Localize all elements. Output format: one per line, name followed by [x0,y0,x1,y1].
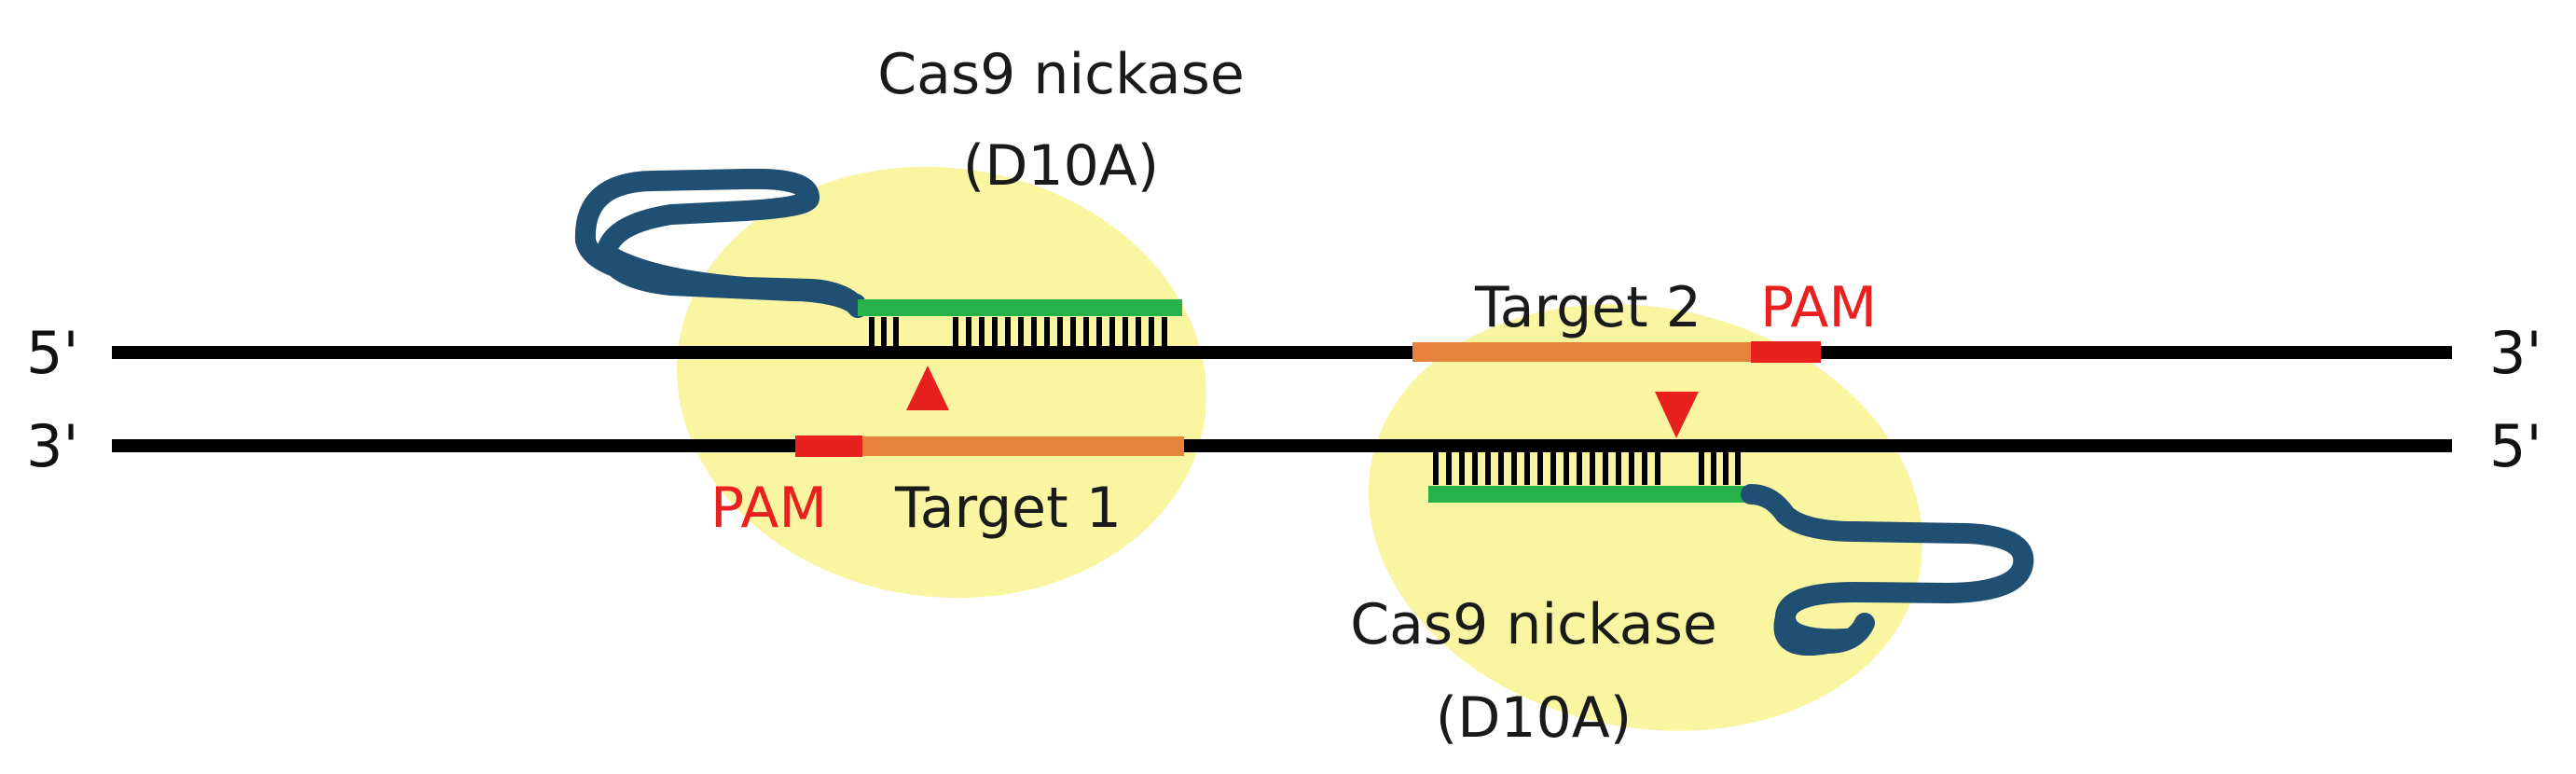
target-2-region [1412,342,1753,362]
top-strand-left-label: 5' [26,319,79,387]
bottom-strand-left-label: 3' [26,412,79,480]
nickase-2-mutation: (D10A) [1436,685,1632,751]
nickase-1-name: Cas9 nickase [877,42,1245,107]
base-pairing-ticks-2 [1433,452,1741,485]
pam-2-region [1751,341,1821,363]
bottom-strand-right-label: 5' [2489,412,2542,480]
target-1-region [858,436,1184,456]
pam-1-label: PAM [710,476,827,541]
nickase-1-mutation: (D10A) [963,133,1159,199]
guide-rna-1-curve [600,246,868,318]
target-2-label: Target 2 [1474,275,1701,340]
top-strand-right-label: 3' [2489,319,2542,387]
nick-arrow-bottom-strand [1655,392,1699,438]
cas9-nickase-1-body [676,166,1207,599]
pam-2-label: PAM [1760,275,1877,340]
nick-arrow-top-strand [906,366,949,410]
base-pairing-ticks-1 [869,317,1167,347]
target-1-label: Target 1 [894,476,1122,541]
pam-1-region [795,435,862,457]
guide-rna-2-tail [1773,607,1875,657]
nickase-2-name: Cas9 nickase [1350,592,1717,657]
